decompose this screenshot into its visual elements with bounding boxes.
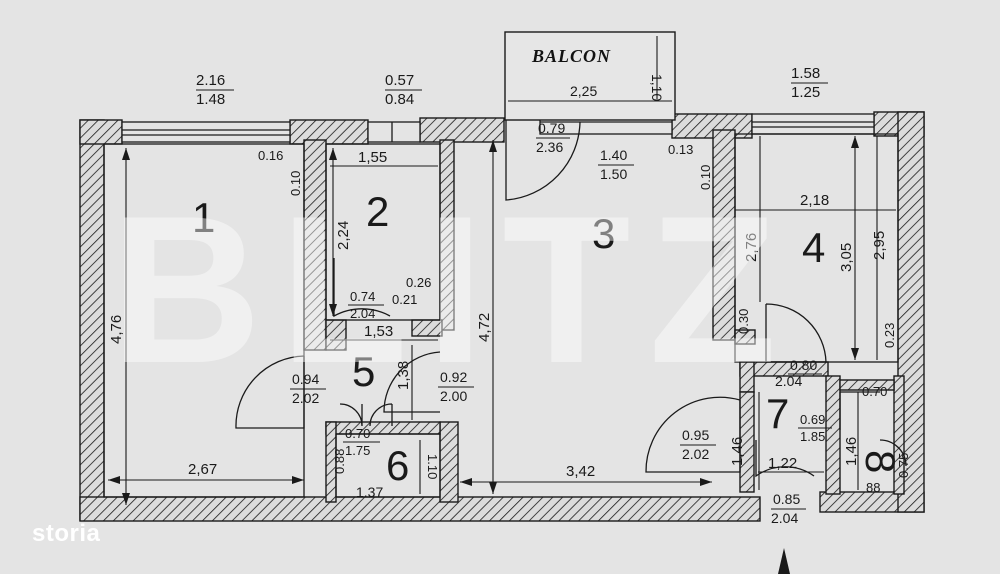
dim-010b: 0.10 xyxy=(698,165,713,190)
room-8-height: 1,46 xyxy=(843,437,860,466)
room-2-height: 2,24 xyxy=(335,221,352,250)
door-swings xyxy=(235,258,907,478)
room-1-number: 1 xyxy=(192,194,215,241)
room-6-width: 1.37 xyxy=(356,484,383,500)
window-1-width: 2.16 xyxy=(196,72,225,89)
window-1-height: 1.48 xyxy=(196,91,225,108)
door-room4-w: 0.80 xyxy=(790,357,817,373)
room-3-height: 4,72 xyxy=(476,313,493,342)
small-dims: 0.16 0.10 0.13 0.10 0.26 0.21 0.30 0.23 … xyxy=(258,142,911,495)
room-3: 3 4,72 3,42 xyxy=(476,210,615,480)
room-6-number: 6 xyxy=(386,442,409,489)
room-4-number: 4 xyxy=(802,224,825,271)
room-1-width: 2,67 xyxy=(188,461,217,478)
door-balcony-h: 2.36 xyxy=(536,139,563,155)
room-1-height: 4,76 xyxy=(108,315,125,344)
window-3-width: 1.58 xyxy=(791,65,820,82)
room-5: 5 1,53 1,38 xyxy=(352,323,412,395)
door-bath6-h: 1.75 xyxy=(345,443,370,458)
north-arrow-icon xyxy=(778,548,790,574)
door-room4-h: 2.04 xyxy=(775,373,802,389)
room-2: 2 1,55 2,24 xyxy=(335,149,389,250)
door-room7-h: 2.02 xyxy=(682,446,709,462)
room-6: 6 1.37 0.88 1.10 xyxy=(332,442,440,500)
window-3-height: 1.25 xyxy=(791,84,820,101)
door-room8-h: 1.85 xyxy=(800,429,825,444)
door-room2-w: 0.74 xyxy=(350,289,375,304)
balcony-label: BALCON xyxy=(531,46,611,66)
room-5-height: 1,38 xyxy=(395,361,412,390)
door-room3-w: 0.92 xyxy=(440,369,467,385)
room-5-number: 5 xyxy=(352,348,375,395)
door-room1-h: 2.02 xyxy=(292,390,319,406)
door-room7-w: 0.95 xyxy=(682,427,709,443)
storia-logo: storia xyxy=(32,520,101,547)
room-8-number: 8 xyxy=(857,450,904,473)
dim-088-room8: 88 xyxy=(866,480,880,495)
room-3-width: 3,42 xyxy=(566,463,595,480)
dim-016: 0.16 xyxy=(258,148,283,163)
door-room8-w: 0.69 xyxy=(800,412,825,427)
room-7-height: 1,46 xyxy=(729,437,746,466)
room-4-h2: 3,05 xyxy=(838,243,855,272)
door-entry-w: 0.85 xyxy=(773,491,800,507)
door-room3-h: 2.00 xyxy=(440,388,467,404)
room-4-h1: 2,76 xyxy=(743,233,760,262)
room-5-width: 1,53 xyxy=(364,323,393,340)
door-room2-h: 2.04 xyxy=(350,306,375,321)
door-dims: 0.79 2.36 1.40 1.50 0.74 2.04 0.94 2.02 … xyxy=(290,120,832,526)
room-7-width: 1,22 xyxy=(768,455,797,472)
room-4-width: 2,18 xyxy=(800,192,829,209)
room-6-h: 0.88 xyxy=(332,449,347,474)
dim-075: 0.75 xyxy=(896,453,911,478)
window-2-height: 0.84 xyxy=(385,91,414,108)
room-4-h3: 2,95 xyxy=(871,231,888,260)
room-4: 4 2,18 2,76 3,05 2,95 xyxy=(743,192,888,272)
room-2-number: 2 xyxy=(366,188,389,235)
dimension-ticks xyxy=(108,136,859,505)
dim-030: 0.30 xyxy=(736,309,751,334)
door-entry-h: 2.04 xyxy=(771,510,798,526)
dim-021: 0.21 xyxy=(392,292,417,307)
room-1: 1 4,76 2,67 xyxy=(108,194,217,478)
balcony-width: 2,25 xyxy=(570,83,597,99)
window-room3-w: 1.40 xyxy=(600,147,627,163)
balcony-depth: 1,10 xyxy=(649,74,665,101)
dim-010a: 0.10 xyxy=(288,171,303,196)
window-dims: 2.16 1.48 0.57 0.84 1.58 1.25 xyxy=(196,65,828,108)
balcony: BALCON 2,25 1,10 xyxy=(504,31,676,201)
room-6-h2: 1.10 xyxy=(425,454,440,479)
door-balcony-w: 0.79 xyxy=(538,120,565,136)
watermark: BLITZ xyxy=(110,172,795,407)
room-3-number: 3 xyxy=(592,210,615,257)
dim-023: 0.23 xyxy=(882,323,897,348)
room-7-number: 7 xyxy=(766,390,789,437)
dimension-lines xyxy=(108,136,896,505)
door-bath6-w: 0.70 xyxy=(345,426,370,441)
window-2-width: 0.57 xyxy=(385,72,414,89)
room-7: 7 1,22 1,46 xyxy=(729,390,797,472)
door-room1-w: 0.94 xyxy=(292,371,319,387)
dim-070: 0.70 xyxy=(862,384,887,399)
room-2-width: 1,55 xyxy=(358,149,387,166)
room-8: 8 1,46 xyxy=(843,437,904,474)
dim-026: 0.26 xyxy=(406,275,431,290)
window-room3-h: 1.50 xyxy=(600,166,627,182)
dim-013: 0.13 xyxy=(668,142,693,157)
